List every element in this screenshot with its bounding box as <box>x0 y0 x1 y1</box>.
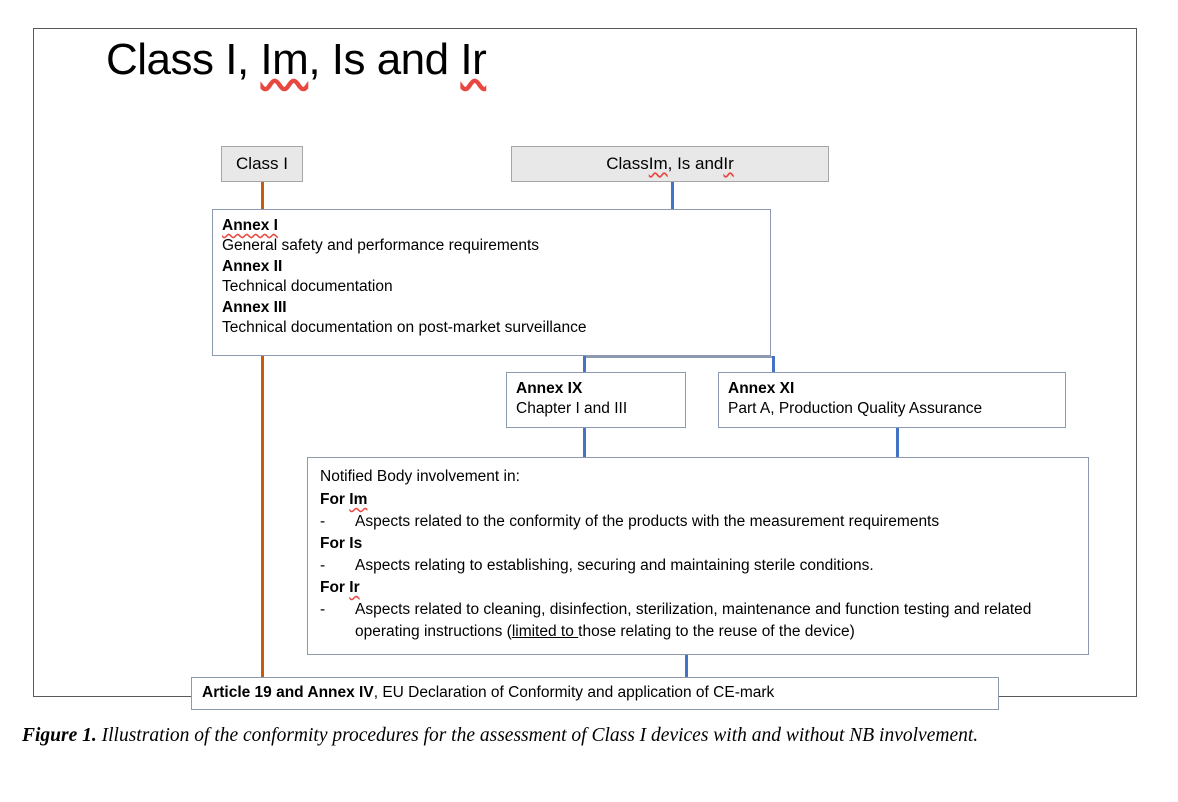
nb-dash: - <box>320 601 326 618</box>
annex-ii-detail: Technical documentation <box>222 278 393 296</box>
annex-ix-heading: Annex IX <box>516 380 583 397</box>
spellcheck-ir: Ir <box>723 154 734 173</box>
class-i-label: Class I <box>236 154 288 173</box>
annex-ix-detail: Chapter I and III <box>516 400 628 418</box>
connector-class-imisir-to-annex <box>671 182 674 210</box>
nb-item-text: Aspects related to cleaning, disinfectio… <box>355 599 1076 643</box>
annex-main-box[interactable]: Annex I General safety and performance r… <box>212 209 771 356</box>
connector-annex-split-bar <box>583 356 773 358</box>
nb-item-text: Aspects related to the conformity of the… <box>355 513 940 530</box>
nb-text-after: those relating to the reuse of the devic… <box>578 623 855 640</box>
spellcheck-im: Im <box>648 154 668 173</box>
nb-group-label-im: For Im <box>320 491 368 508</box>
annex-iii-heading: Annex III <box>222 298 287 316</box>
notified-body-content: Notified Body involvement in: For Im - A… <box>308 458 1088 651</box>
nb-dash: - <box>320 513 326 530</box>
annex-ix-content: Annex IX Chapter I and III <box>507 373 685 426</box>
title-spellcheck-ir: Ir <box>460 35 487 84</box>
annex-ii-heading: Annex II <box>222 257 283 275</box>
connector-nb-to-article19 <box>685 655 688 678</box>
article-19-rest: , EU Declaration of Conformity and appli… <box>373 684 775 701</box>
figure-caption-label: Figure 1. <box>22 725 97 746</box>
diagram-title: Class I, Im, Is and Ir <box>106 35 487 84</box>
annex-xi-heading: Annex XI <box>728 380 795 397</box>
class-i-box[interactable]: Class I <box>221 146 303 182</box>
class-im-is-ir-box[interactable]: Class Im, Is and Ir <box>511 146 829 182</box>
annex-xi-detail: Part A, Production Quality Assurance <box>728 400 983 418</box>
annex-xi-content: Annex XI Part A, Production Quality Assu… <box>719 373 1065 426</box>
nb-item-ir-1: - Aspects related to cleaning, disinfect… <box>320 599 1076 643</box>
annex-main-content: Annex I General safety and performance r… <box>213 210 770 345</box>
nb-group-label-is: For Is <box>320 535 363 552</box>
nb-item-text: Aspects relating to establishing, securi… <box>355 557 874 574</box>
nb-item-is-1: - Aspects relating to establishing, secu… <box>320 555 1076 577</box>
nb-group-label-ir: For Ir <box>320 579 360 596</box>
nb-item-im-1: - Aspects related to the conformity of t… <box>320 511 1076 533</box>
annex-xi-box[interactable]: Annex XI Part A, Production Quality Assu… <box>718 372 1066 428</box>
class-im-is-ir-label: Class Im, Is and Ir <box>606 154 734 173</box>
title-spellcheck-im: Im <box>260 35 309 84</box>
figure-caption: Figure 1. Illustration of the conformity… <box>22 722 1158 750</box>
article-19-box[interactable]: Article 19 and Annex IV, EU Declaration … <box>191 677 999 710</box>
annex-iii-detail: Technical documentation on post-market s… <box>222 319 587 337</box>
annex-i-heading: Annex I <box>222 217 278 234</box>
notified-body-box[interactable]: Notified Body involvement in: For Im - A… <box>307 457 1089 655</box>
notified-body-heading: Notified Body involvement in: <box>320 468 520 485</box>
connector-to-annex-xi <box>772 356 775 373</box>
connector-to-annex-ix <box>583 356 586 373</box>
article-19-content: Article 19 and Annex IV, EU Declaration … <box>192 678 998 708</box>
nb-text-before: Aspects related to cleaning, disinfectio… <box>355 601 1032 640</box>
annex-ix-box[interactable]: Annex IX Chapter I and III <box>506 372 686 428</box>
annex-i-detail: General safety and performance requireme… <box>222 237 540 255</box>
connector-annex-to-article19-orange <box>261 356 264 678</box>
figure-frame: Class I, Im, Is and Ir Class I Class Im,… <box>33 28 1137 710</box>
connector-class-i-to-annex <box>261 182 264 210</box>
connector-annex-ix-to-nb <box>583 428 586 458</box>
article-19-bold: Article 19 and Annex IV <box>202 684 374 701</box>
connector-annex-xi-to-nb <box>896 428 899 458</box>
figure-caption-text: Illustration of the conformity procedure… <box>96 725 979 746</box>
nb-dash: - <box>320 557 326 574</box>
nb-text-underlined: limited to <box>511 623 579 640</box>
